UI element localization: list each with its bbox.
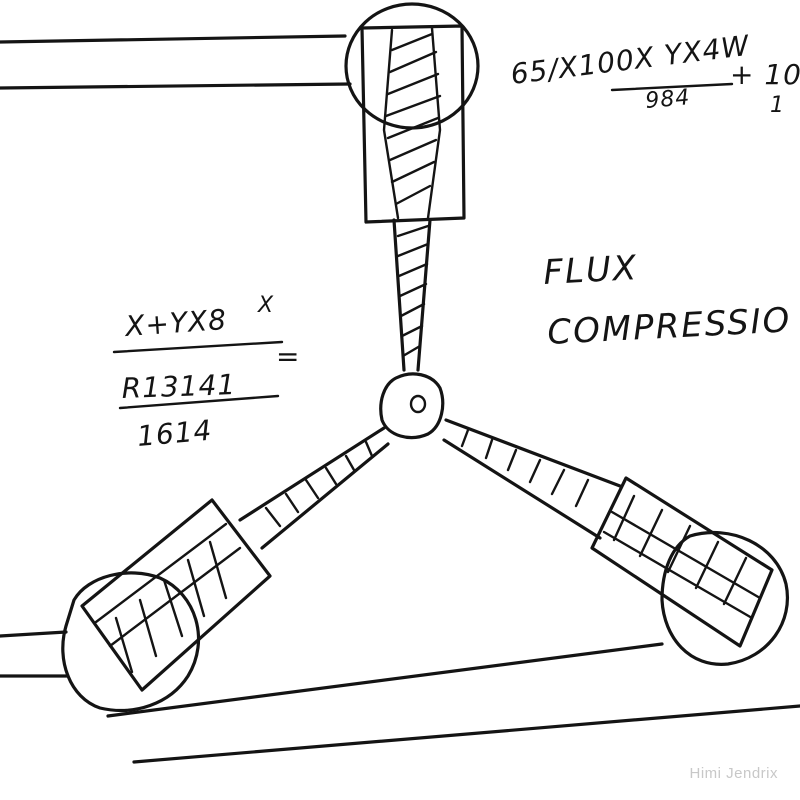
watermark-text: Himi Jendrix (689, 765, 778, 782)
left-electrode (61, 498, 272, 713)
left-formula-equals: = (276, 340, 300, 373)
right-formula: 65/X100X YX4W + 100 984 1 (509, 29, 800, 118)
center-hub (379, 372, 445, 440)
top-electrode (344, 2, 480, 224)
title-line-1: FLUX (542, 248, 639, 293)
top-left-wires (0, 34, 352, 90)
left-formula-superscript: X (257, 293, 274, 318)
right-formula-denominator-right: 1 (770, 93, 785, 118)
bottom-wires (0, 630, 800, 764)
left-formula: X+YX8 X R13141 = 1614 (112, 293, 300, 453)
left-rod (238, 426, 390, 550)
right-electrode (590, 476, 789, 666)
right-formula-plus: + 100 (730, 58, 800, 91)
flux-compression-title: FLUX COMPRESSIO (542, 248, 792, 353)
title-line-2: COMPRESSIO (546, 300, 792, 353)
top-rod (392, 218, 432, 372)
left-formula-denominator: 1614 (136, 414, 214, 453)
right-formula-denominator: 984 (644, 85, 691, 114)
right-formula-numerator: 65/X100X YX4W (509, 29, 752, 91)
left-formula-numerator: X+YX8 (122, 303, 228, 343)
right-rod (442, 418, 622, 540)
left-formula-middle: R13141 (121, 368, 237, 405)
